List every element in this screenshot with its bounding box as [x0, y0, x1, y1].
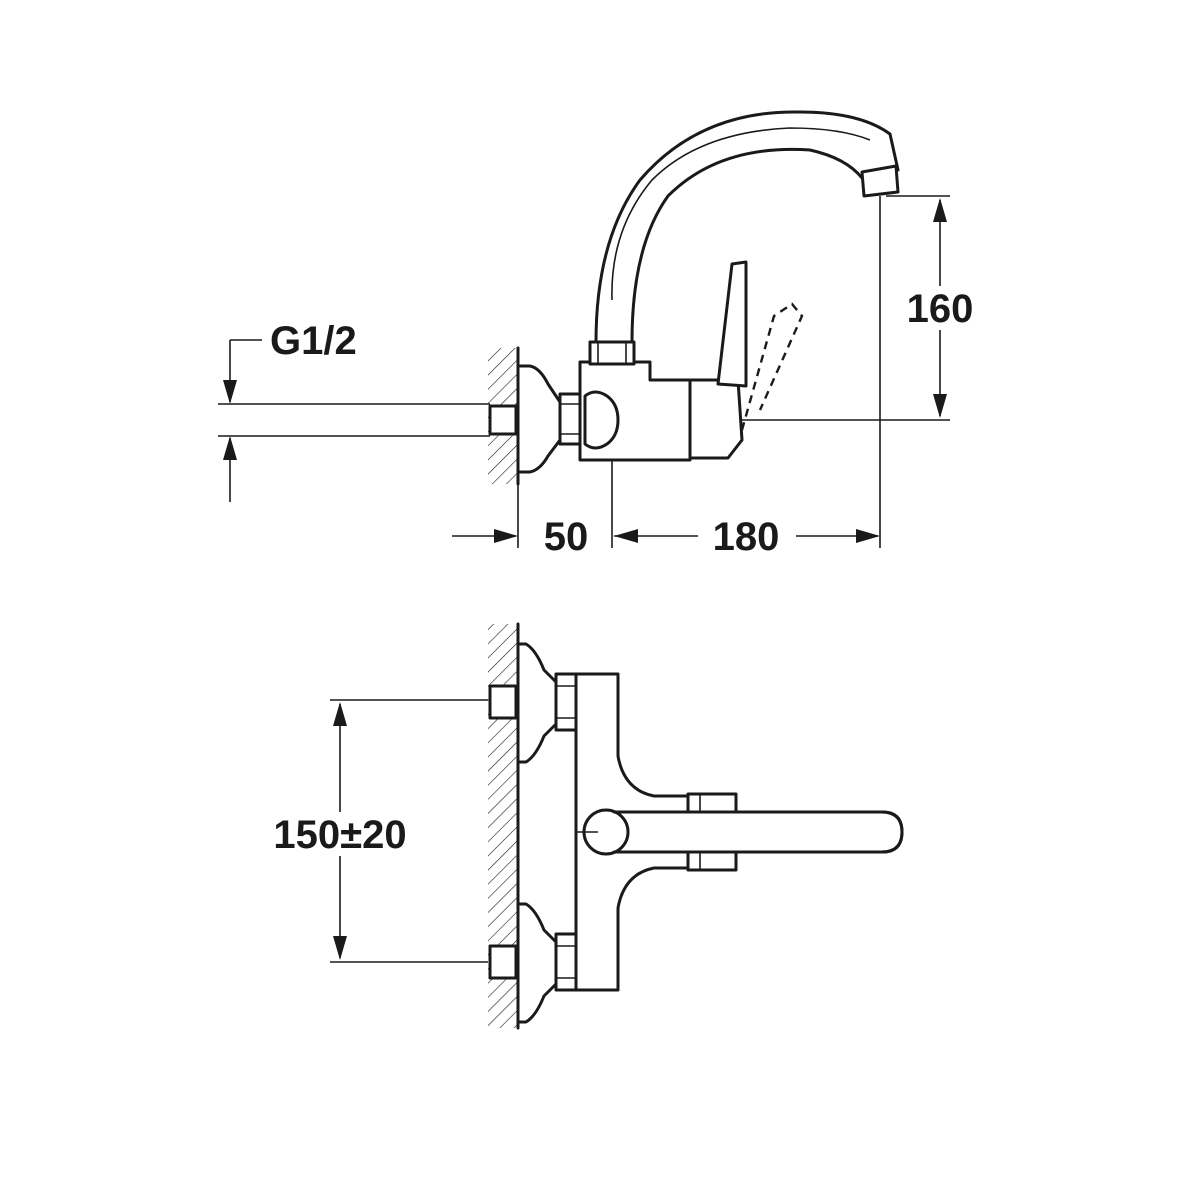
inlet-spacing-label: 150±20: [273, 813, 406, 857]
wall-depth-label: 50: [544, 515, 589, 559]
upper-inlet-nipple: [488, 684, 518, 720]
aerator: [860, 164, 900, 198]
spout-height-label: 160: [907, 287, 974, 331]
lower-escutcheon: [516, 902, 558, 1024]
lower-nut: [554, 932, 578, 992]
top-view: 150±20: [250, 622, 904, 1030]
escutcheon-side: [516, 364, 562, 474]
eccentric-nut: [558, 392, 582, 446]
lever-alt-position: [740, 302, 804, 431]
inlet-nipple: [488, 404, 518, 436]
spout-top: [596, 810, 904, 854]
thread-label: G1/2: [270, 319, 357, 363]
upper-nut: [554, 672, 578, 732]
spout-highlight: [611, 127, 871, 301]
upper-escutcheon: [516, 642, 558, 764]
lever-arm: [716, 260, 748, 388]
side-view: 160 50 180 G1/2: [218, 110, 990, 559]
spout-tube: [594, 110, 900, 344]
projection-label: 180: [713, 515, 780, 559]
lever-handle: [688, 378, 744, 460]
inlet-swivel: [583, 390, 620, 450]
lower-inlet-nipple: [488, 944, 518, 980]
spout-collar: [588, 340, 636, 366]
